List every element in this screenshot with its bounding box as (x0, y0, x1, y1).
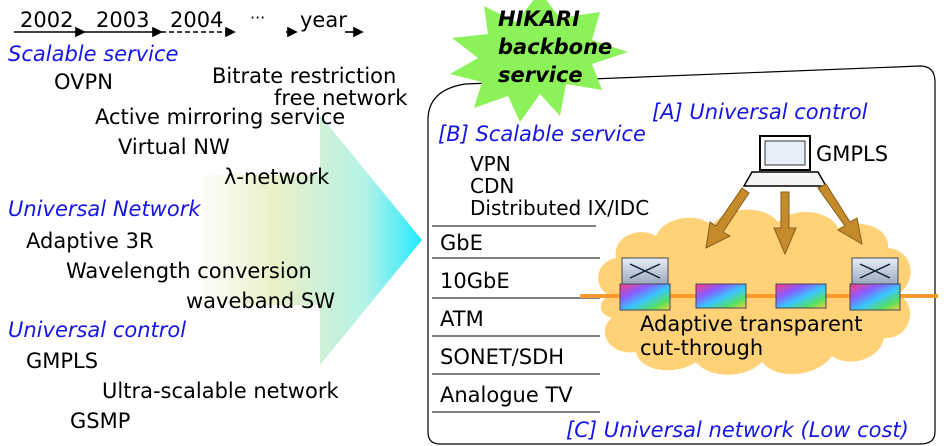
layer-analogue-tv: Analogue TV (440, 383, 573, 407)
laptop-icon (742, 135, 828, 187)
oxc-left (619, 257, 671, 311)
layer-atm: ATM (440, 307, 484, 331)
cloud-text-line-2: cut-through (640, 336, 764, 360)
item-wavelength-conversion: Wavelength conversion (66, 259, 312, 283)
item-gsmp: GSMP (70, 409, 131, 433)
item-ultra-scalable-network: Ultra-scalable network (102, 379, 339, 403)
heading-universal-network: Universal Network (8, 197, 201, 221)
heading-scalable-service: Scalable service (8, 42, 179, 66)
layer-10gbe: 10GbE (440, 269, 510, 293)
layer-separators (432, 225, 600, 413)
layer-gbe: GbE (440, 231, 483, 255)
item-active-mirroring: Active mirroring service (95, 105, 346, 129)
heading-universal-control: Universal control (8, 318, 187, 342)
item-free-network: free network (274, 86, 408, 110)
label-a-universal-control: [A] Universal control (652, 100, 868, 124)
burst-line-3: service (498, 63, 583, 87)
burst-line-2: backbone (498, 35, 613, 59)
item-adaptive-3r: Adaptive 3R (26, 229, 154, 253)
item-lambda-network: λ-network (224, 165, 330, 189)
item-bitrate-restriction: Bitrate restriction (212, 64, 397, 88)
timeline-year-2002: 2002 (20, 8, 74, 32)
item-ovpn: OVPN (54, 70, 113, 94)
oxc-middle-1 (695, 283, 747, 309)
control-arrows (705, 183, 863, 256)
label-gmpls: GMPLS (816, 142, 889, 166)
burst-line-1: HIKARI (498, 7, 580, 31)
timeline-year-label: year (300, 8, 347, 32)
timeline-ellipsis: ··· (250, 8, 266, 27)
cloud-text-line-1: Adaptive transparent (640, 312, 863, 336)
layer-sonet-sdh: SONET/SDH (440, 345, 565, 369)
b-item-cdn: CDN (470, 174, 515, 198)
timeline-year-2003: 2003 (96, 8, 150, 32)
transition-arrow (195, 115, 422, 365)
b-item-vpn: VPN (470, 152, 511, 176)
item-virtual-nw: Virtual NW (118, 135, 230, 159)
label-c-universal-network: [C] Universal network (Low cost) (566, 418, 909, 442)
item-waveband-sw: waveband SW (186, 289, 335, 313)
item-gmpls: GMPLS (26, 349, 99, 373)
network-cloud (598, 209, 911, 375)
timeline-arrows (14, 26, 364, 38)
hikari-burst (450, 0, 628, 122)
timeline-year-2004: 2004 (170, 8, 224, 32)
oxc-right (849, 257, 901, 311)
b-item-distributed-ix: Distributed IX/IDC (470, 196, 650, 220)
label-b-scalable-service: [B] Scalable service (438, 122, 646, 146)
oxc-middle-2 (775, 283, 827, 309)
